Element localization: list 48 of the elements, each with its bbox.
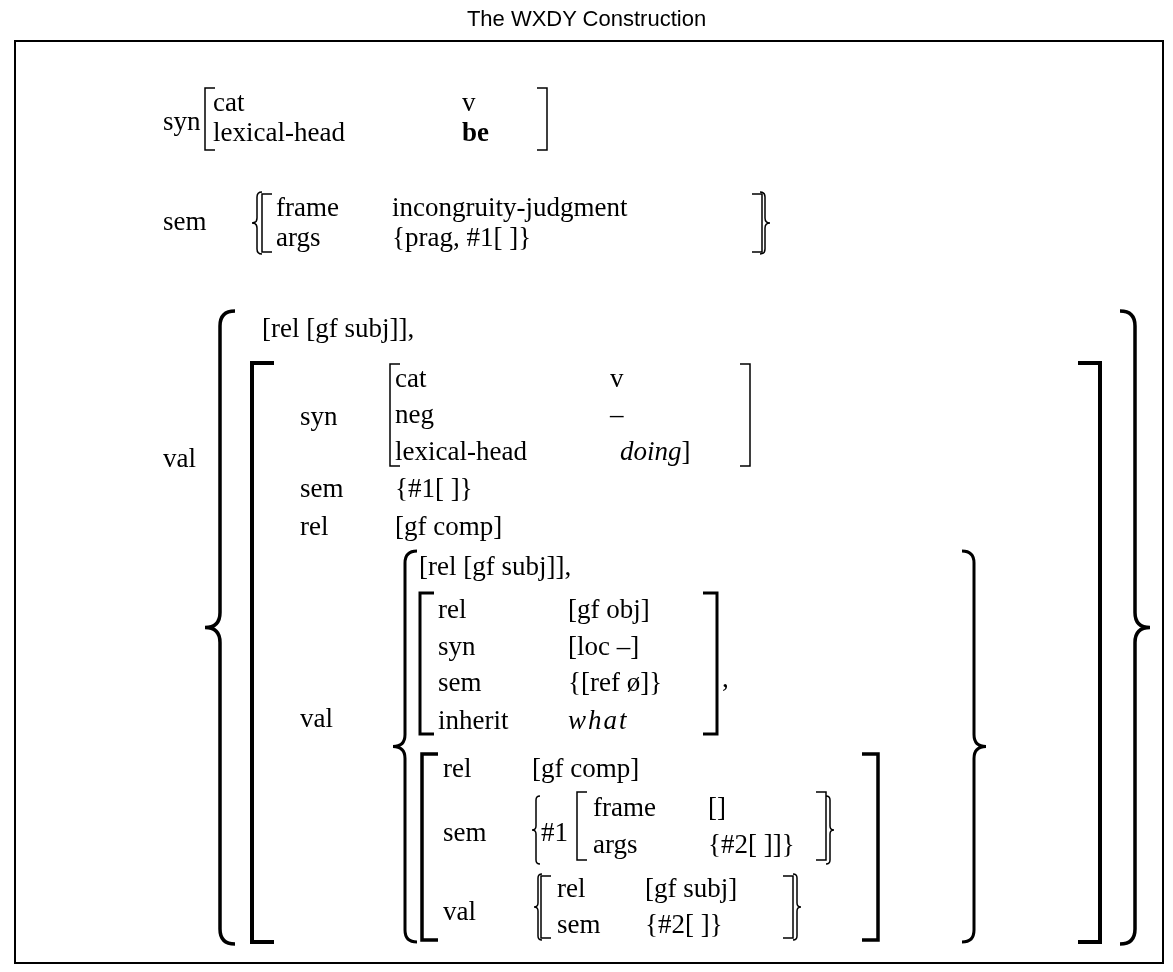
diagram-title: The WXDY Construction — [465, 6, 708, 32]
feature-value: {#1[ ]} — [395, 473, 473, 503]
feature-name: rel — [300, 511, 329, 541]
feature-name: val — [163, 443, 196, 473]
feature-name: syn — [438, 631, 476, 661]
feature-name: sem — [557, 909, 601, 939]
tag-label: #1 — [541, 817, 568, 847]
feature-value: [gf subj] — [645, 873, 738, 903]
feature-name: rel — [557, 873, 586, 903]
feature-value: {[ref ø]} — [568, 667, 663, 697]
feature-value: {#2[ ]} — [645, 909, 723, 939]
feature-value: doing] — [620, 436, 691, 466]
feature-name: cat — [213, 87, 245, 117]
feature-value: be — [462, 117, 489, 147]
feature-name: inherit — [438, 705, 509, 735]
feature-name: sem — [300, 473, 344, 503]
feature-name: frame — [276, 192, 339, 222]
feature-name: rel — [443, 753, 472, 783]
feature-name: cat — [395, 363, 427, 393]
feature-value: what — [568, 705, 629, 735]
feature-name: syn — [163, 106, 201, 136]
feature-name: args — [593, 829, 638, 859]
feature-value: {prag, #1[ ]} — [392, 222, 532, 252]
feature-value: [loc –] — [568, 631, 640, 661]
feature-value: [gf comp] — [532, 753, 640, 783]
feature-value: [] — [708, 792, 726, 822]
comma: , — [722, 663, 729, 693]
feature-value: incongruity-judgment — [392, 192, 628, 222]
feature-value: [gf comp] — [395, 511, 503, 541]
feature-name: val — [443, 896, 476, 926]
feature-name: rel — [438, 594, 467, 624]
feature-name: val — [300, 703, 333, 733]
feature-name: sem — [163, 206, 207, 236]
feature-name: sem — [443, 817, 487, 847]
feature-value: {#2[ ]]} — [708, 829, 795, 859]
feature-value: – — [610, 399, 624, 429]
feature-name: sem — [438, 667, 482, 697]
feature-name: lexical-head — [213, 117, 345, 147]
feature-value: v — [610, 363, 624, 393]
feature-value: v — [462, 87, 476, 117]
feature-name: args — [276, 222, 321, 252]
feature-name: lexical-head — [395, 436, 527, 466]
feature-name: syn — [300, 401, 338, 431]
feature-name: frame — [593, 792, 656, 822]
feature-value: [rel [gf subj]], — [262, 313, 415, 343]
feature-name: neg — [395, 399, 434, 429]
feature-value: [rel [gf subj]], — [419, 551, 572, 581]
feature-value: [gf obj] — [568, 594, 650, 624]
